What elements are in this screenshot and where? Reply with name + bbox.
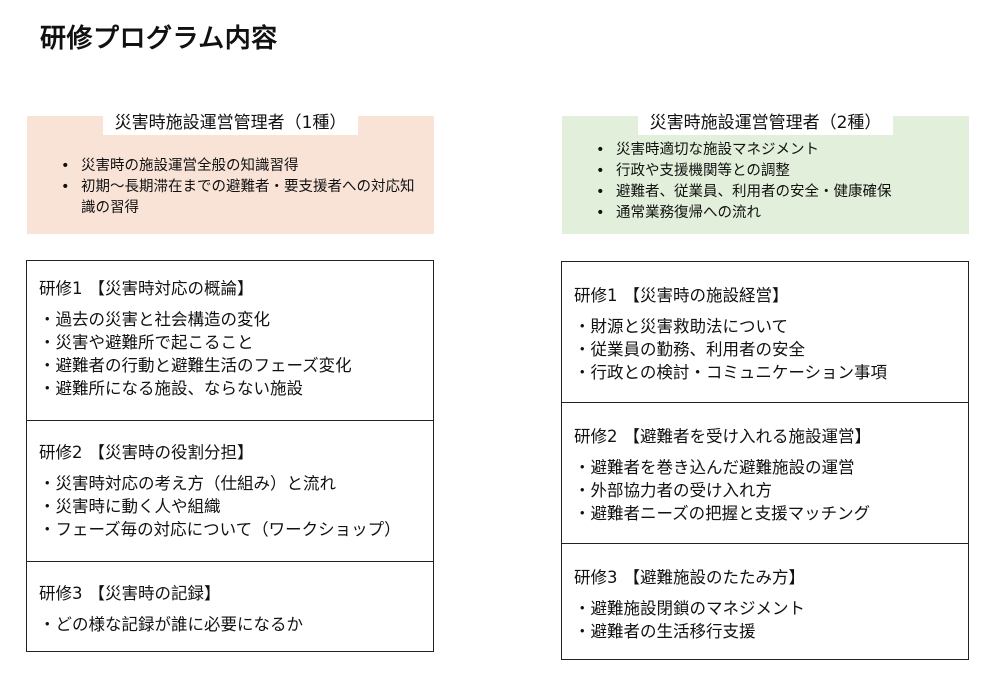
module-card: 研修3 【避難施設のたたみ方】 ・避難施設閉鎖のマネジメント ・避難者の生活移行支… — [562, 543, 968, 659]
module-title: 研修2 【災害時の役割分担】 — [39, 439, 433, 463]
module-heading: 【災害時の役割分担】 — [88, 443, 254, 462]
module-card: 研修1 【災害時対応の概論】 ・過去の災害と社会構造の変化 ・災害や避難所で起こる… — [27, 261, 433, 420]
module-item: ・避難所になる施設、ならない施設 — [39, 379, 303, 398]
program-1-summary-list: 災害時の施設運営全般の知識習得 初期～長期滞在までの避難者・要支援者への対応知識… — [57, 156, 416, 219]
module-number: 研修1 — [574, 286, 618, 305]
module-heading: 【避難者を受け入れる施設運営】 — [623, 427, 872, 446]
page-title: 研修プログラム内容 — [40, 24, 278, 54]
program-2-summary-list: 災害時適切な施設マネジメント 行政や支援機関等との調整 避難者、従業員、利用者の… — [592, 140, 951, 224]
program-2-modules: 研修1 【災害時の施設経営】 ・財源と災害救助法について ・従業員の勤務、利用者の… — [561, 261, 969, 660]
module-card: 研修3 【災害時の記録】 ・どの様な記録が誰に必要になるか — [27, 561, 433, 651]
module-number: 研修3 — [39, 584, 83, 603]
program-1-summary: 災害時施設運営管理者（1種） 災害時の施設運営全般の知識習得 初期～長期滞在まで… — [27, 106, 434, 234]
summary-item: 災害時の施設運営全般の知識習得 — [57, 156, 416, 177]
module-item: ・避難者の生活移行支援 — [574, 622, 756, 641]
module-title: 研修3 【避難施設のたたみ方】 — [574, 564, 968, 588]
module-item: ・避難者を巻き込んだ避難施設の運営 — [574, 458, 855, 477]
module-heading: 【避難施設のたたみ方】 — [623, 568, 806, 587]
module-number: 研修1 — [39, 279, 83, 298]
module-item: ・災害や避難所で起こること — [39, 333, 254, 352]
module-item: ・外部協力者の受け入れ方 — [574, 481, 772, 500]
program-1-title: 災害時施設運営管理者（1種） — [102, 106, 359, 135]
module-number: 研修2 — [39, 443, 83, 462]
module-items: ・過去の災害と社会構造の変化 ・災害や避難所で起こること ・避難者の行動と避難生… — [39, 308, 433, 400]
summary-item: 災害時適切な施設マネジメント — [592, 140, 951, 161]
module-item: ・災害時に動く人や組織 — [39, 497, 221, 516]
module-card: 研修2 【災害時の役割分担】 ・災害時対応の考え方（仕組み）と流れ ・災害時に動く… — [27, 420, 433, 561]
module-items: ・どの様な記録が誰に必要になるか — [39, 613, 433, 636]
module-title: 研修2 【避難者を受け入れる施設運営】 — [574, 423, 968, 447]
module-title: 研修1 【災害時の施設経営】 — [574, 282, 968, 306]
module-number: 研修2 — [574, 427, 618, 446]
module-items: ・避難者を巻き込んだ避難施設の運営 ・外部協力者の受け入れ方 ・避難者ニーズの把… — [574, 456, 968, 525]
module-item: ・避難施設閉鎖のマネジメント — [574, 599, 805, 618]
program-1-modules: 研修1 【災害時対応の概論】 ・過去の災害と社会構造の変化 ・災害や避難所で起こる… — [26, 260, 434, 652]
module-item: ・災害時対応の考え方（仕組み）と流れ — [39, 474, 336, 493]
module-items: ・避難施設閉鎖のマネジメント ・避難者の生活移行支援 — [574, 597, 968, 643]
summary-item: 通常業務復帰への流れ — [592, 203, 951, 224]
module-items: ・災害時対応の考え方（仕組み）と流れ ・災害時に動く人や組織 ・フェーズ毎の対応… — [39, 472, 433, 541]
module-item: ・フェーズ毎の対応について（ワークショップ） — [39, 520, 401, 539]
module-heading: 【災害時対応の概論】 — [88, 279, 254, 298]
module-item: ・避難者の行動と避難生活のフェーズ変化 — [39, 356, 352, 375]
summary-item: 初期～長期滞在までの避難者・要支援者への対応知識の習得 — [57, 177, 416, 219]
module-items: ・財源と災害救助法について ・従業員の勤務、利用者の安全 ・行政との検討・コミュ… — [574, 315, 968, 384]
program-2-summary: 災害時施設運営管理者（2種） 災害時適切な施設マネジメント 行政や支援機関等との… — [562, 106, 969, 234]
module-item: ・どの様な記録が誰に必要になるか — [39, 615, 303, 634]
module-title: 研修3 【災害時の記録】 — [39, 580, 433, 604]
module-item: ・従業員の勤務、利用者の安全 — [574, 340, 805, 359]
module-title: 研修1 【災害時対応の概論】 — [39, 275, 433, 299]
module-card: 研修2 【避難者を受け入れる施設運営】 ・避難者を巻き込んだ避難施設の運営 ・外部… — [562, 402, 968, 543]
module-item: ・財源と災害救助法について — [574, 317, 789, 336]
module-item: ・過去の災害と社会構造の変化 — [39, 310, 270, 329]
summary-item: 行政や支援機関等との調整 — [592, 161, 951, 182]
module-heading: 【災害時の施設経営】 — [623, 286, 789, 305]
summary-item: 避難者、従業員、利用者の安全・健康確保 — [592, 182, 951, 203]
module-item: ・避難者ニーズの把握と支援マッチング — [574, 504, 871, 523]
program-2-title: 災害時施設運営管理者（2種） — [637, 106, 894, 135]
module-heading: 【災害時の記録】 — [88, 584, 221, 603]
module-item: ・行政との検討・コミュニケーション事項 — [574, 363, 888, 382]
module-card: 研修1 【災害時の施設経営】 ・財源と災害救助法について ・従業員の勤務、利用者の… — [562, 262, 968, 402]
module-number: 研修3 — [574, 568, 618, 587]
